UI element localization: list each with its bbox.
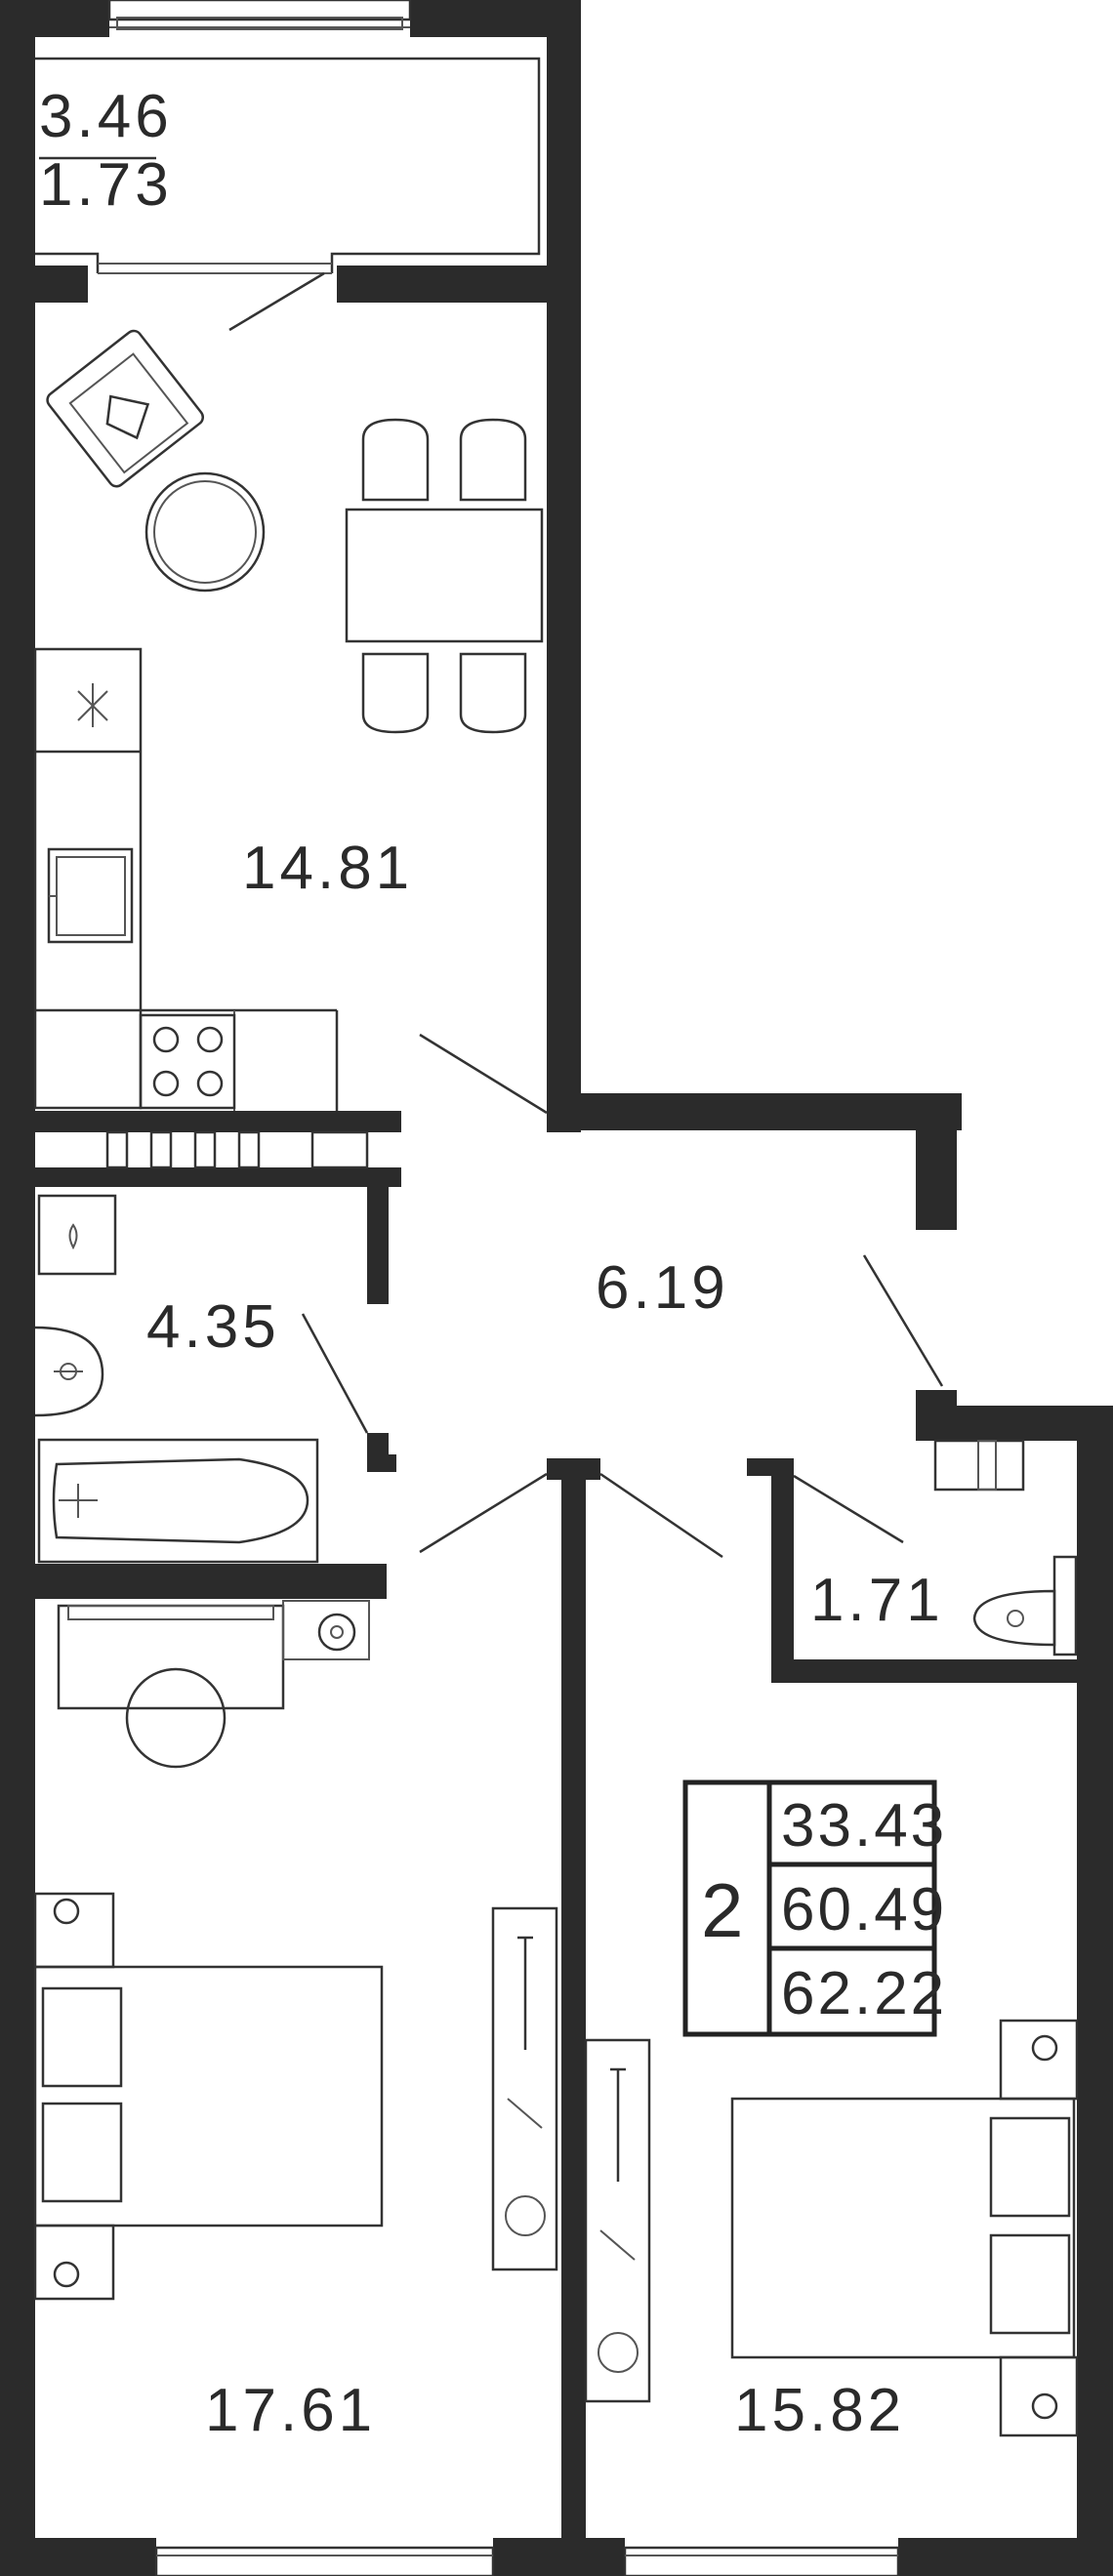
legend-room-count: 2 — [701, 1867, 743, 1953]
kitchen-living: 14.81 — [33, 329, 548, 1115]
round-table-icon — [144, 471, 266, 593]
legend-living-area: 33.43 — [781, 1792, 947, 1860]
double-bed-icon — [33, 1892, 384, 2301]
door-swing — [419, 1472, 548, 1554]
armchair-icon — [46, 329, 205, 488]
bedroom-left: 17.61 — [33, 1600, 558, 2444]
washbasin-icon — [34, 1326, 104, 1417]
dining-table-icon — [345, 508, 544, 643]
washing-machine-icon — [68, 1223, 78, 1250]
desk-icon — [57, 1604, 285, 1769]
bedroom-right-area: 15.82 — [734, 2377, 905, 2444]
plant-icon — [282, 1600, 370, 1660]
bathtub-icon — [37, 1438, 319, 1564]
area-legend: 2 33.43 60.49 62.22 — [682, 1779, 947, 2037]
legend-total-area: 60.49 — [781, 1876, 947, 1943]
ventilation-shafts — [105, 1130, 369, 1169]
balcony-area: 3.46 — [39, 83, 173, 150]
fridge-icon — [77, 683, 108, 727]
door-swing — [419, 1033, 548, 1115]
balcony: 3.46 1.73 — [35, 57, 541, 332]
door-swing — [599, 1472, 723, 1559]
toilet-icon — [972, 1555, 1078, 1656]
legend-total-area-with-balcony: 62.22 — [781, 1960, 947, 2027]
stove-icon — [139, 1013, 236, 1110]
door-swing — [862, 1254, 944, 1387]
double-bed-icon — [730, 2019, 1079, 2437]
door-swing — [301, 1313, 369, 1434]
wc-area: 1.71 — [810, 1567, 944, 1634]
kitchen-living-area: 14.81 — [242, 835, 413, 902]
hallway: 6.19 — [419, 1254, 944, 1559]
wardrobe-icon — [584, 2038, 651, 2403]
chair-icon — [361, 418, 527, 734]
windows — [107, 0, 900, 2576]
door-swing — [793, 1474, 904, 1544]
wardrobe-icon — [491, 1906, 558, 2271]
wc: 1.71 — [810, 1439, 1078, 1656]
sink-icon — [47, 847, 134, 944]
bathroom: 4.35 — [34, 1194, 369, 1564]
bedroom-right: 15.82 — [584, 2019, 1079, 2444]
hallway-area: 6.19 — [596, 1254, 729, 1322]
bathroom-area: 4.35 — [146, 1293, 280, 1361]
balcony-reduced-area: 1.73 — [39, 151, 173, 219]
bedroom-left-area: 17.61 — [205, 2377, 376, 2444]
